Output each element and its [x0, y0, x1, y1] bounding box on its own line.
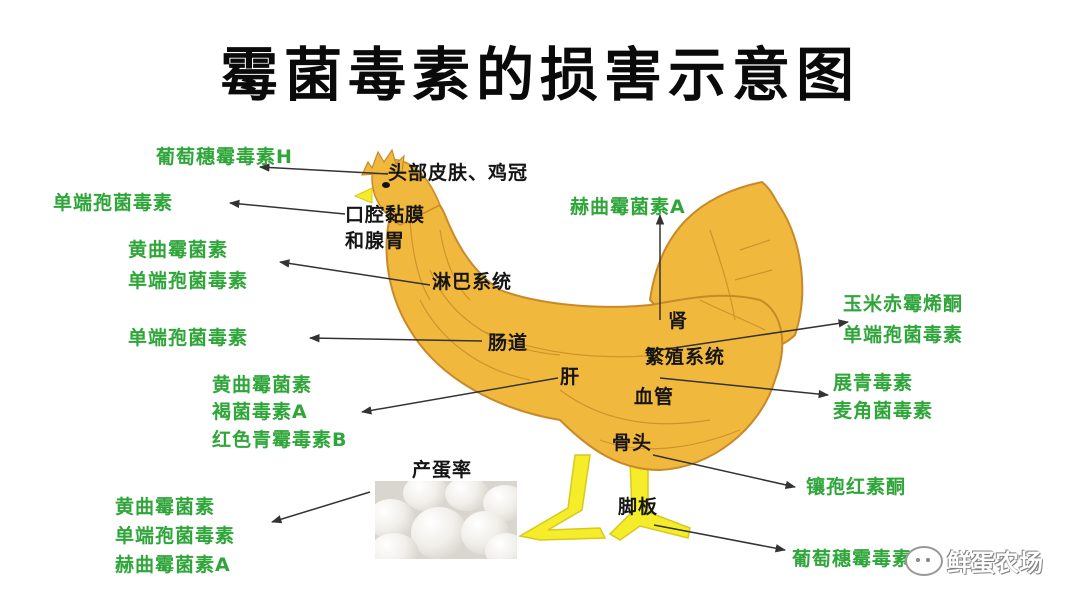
toxin-kidney: 赫曲霉菌素A [570, 196, 686, 218]
organ-liver: 肝 [560, 366, 581, 388]
chicken-legs [517, 454, 691, 541]
toxin-egg-3: 赫曲霉菌素A [115, 554, 231, 576]
organ-intestine: 肠道 [488, 332, 529, 354]
watermark: 鲜蛋农场 [905, 543, 1043, 578]
organ-blood-vessel: 血管 [634, 386, 675, 408]
organ-mouth-line1: 口腔黏膜 [345, 204, 426, 226]
toxin-lymph-1: 黄曲霉菌素 [128, 239, 229, 261]
organ-mouth-line2: 和腺胃 [345, 230, 406, 252]
toxin-head: 葡萄穗霉毒素H [156, 146, 293, 168]
toxin-liver-1: 黄曲霉菌素 [212, 374, 313, 396]
toxin-egg-2: 单端孢菌毒素 [115, 525, 236, 547]
toxin-intestine: 单端孢菌毒素 [128, 327, 249, 349]
chicken-comb [361, 148, 405, 176]
toxin-liver-2: 褐菌毒素A [212, 401, 308, 423]
toxin-mouth: 单端孢菌毒素 [53, 192, 174, 214]
toxin-reproductive-1: 玉米赤霉烯酮 [843, 293, 964, 315]
chicken-eye [382, 182, 390, 188]
organ-bone: 骨头 [612, 432, 653, 454]
toxin-foot: 葡萄穗霉毒素 [792, 548, 913, 570]
wechat-icon [905, 545, 943, 576]
toxin-liver-3: 红色青霉毒素B [212, 429, 348, 451]
eggs-photo [375, 481, 517, 559]
chicken-body [385, 188, 784, 472]
organ-kidney: 肾 [668, 310, 689, 332]
toxin-blood-vessel-2: 麦角菌毒素 [833, 400, 934, 422]
organ-reproductive: 繁殖系统 [645, 346, 726, 368]
organ-egg-rate: 产蛋率 [412, 459, 473, 481]
organ-foot: 脚板 [618, 496, 659, 518]
organ-lymph: 淋巴系统 [432, 271, 513, 293]
watermark-text: 鲜蛋农场 [947, 549, 1043, 577]
organ-head: 头部皮肤、鸡冠 [388, 162, 529, 184]
toxin-bone: 镶孢红素酮 [806, 476, 907, 498]
toxin-blood-vessel-1: 展青毒素 [833, 372, 914, 394]
toxin-egg-1: 黄曲霉菌素 [115, 496, 216, 518]
chicken-beak [353, 187, 373, 204]
page-title: 霉菌毒素的损害示意图 [219, 41, 860, 109]
toxin-lymph-2: 单端孢菌毒素 [128, 270, 249, 292]
toxin-reproductive-2: 单端孢菌毒素 [843, 324, 964, 346]
